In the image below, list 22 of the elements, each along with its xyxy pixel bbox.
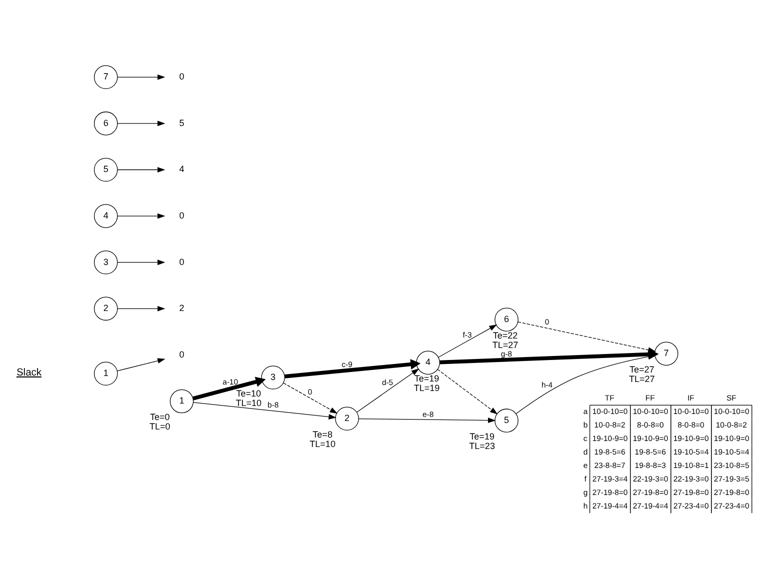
node-label: TL=19 (414, 382, 440, 393)
node-label: TL=10 (310, 438, 336, 449)
node-label: TL=27 (492, 340, 518, 350)
node-label: TL=0 (149, 421, 170, 432)
node-label: Te=22 (492, 330, 518, 340)
node-text: 0 (179, 256, 184, 266)
node-text: 2 (179, 302, 184, 313)
node-text: 4 (179, 164, 184, 174)
node-label: Te=19 (414, 372, 440, 383)
node-label: TL=23 (469, 440, 495, 450)
node-label: Te=0 (150, 412, 170, 422)
node-text: 5 (179, 117, 184, 128)
label: Slack (16, 366, 42, 378)
node-text: 0 (179, 71, 184, 82)
node-label: Te=8 (312, 428, 332, 439)
node-label: Te=27 (629, 364, 654, 374)
node-text: 0 (179, 210, 184, 220)
node-label: TL=10 (236, 397, 262, 408)
node-label: TL=27 (628, 374, 655, 384)
node-text: 0 (179, 348, 184, 359)
node-label: Te=10 (236, 388, 262, 398)
node-label: Te=19 (470, 430, 494, 441)
